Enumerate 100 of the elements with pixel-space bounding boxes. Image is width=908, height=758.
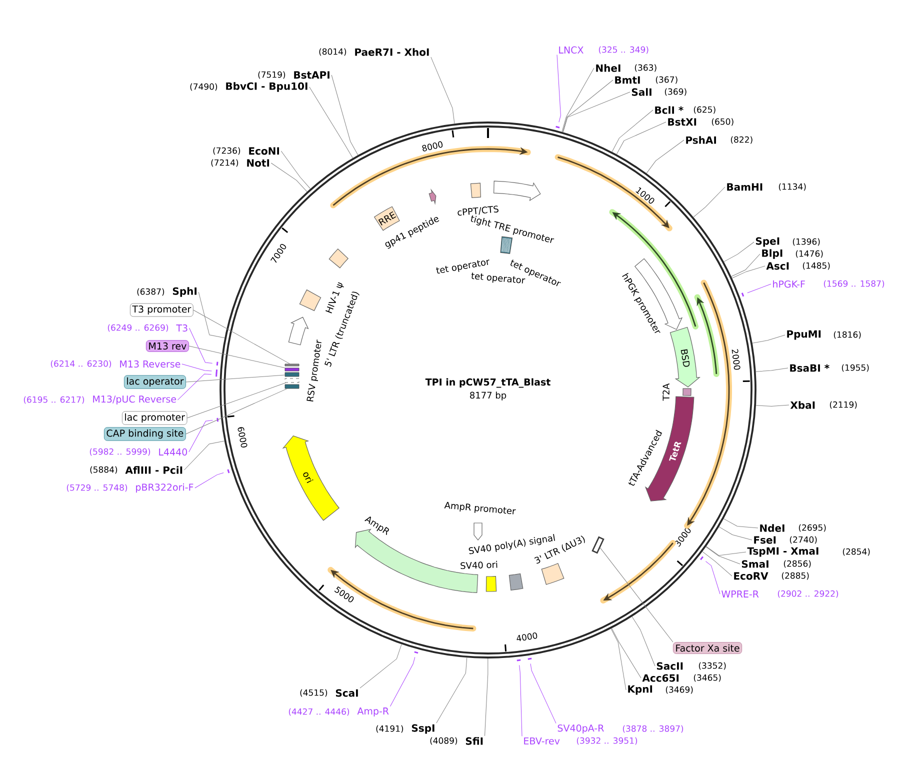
leader-line [484,658,488,736]
leader-line [519,664,522,737]
feature-label: lac operator [124,375,186,389]
leader-line [724,242,754,262]
leader-line [706,546,740,564]
position-label: (5729 .. 5748) [66,484,128,492]
feature-label: M13 rev [146,340,189,352]
enzyme-site-label: SphI [172,287,196,297]
position-label: (367) [656,76,678,84]
enzyme-site-label: PshAI [686,136,716,144]
leader-line [562,92,630,132]
enzyme-site-label: SmaI [742,560,768,568]
position-label: (1955) [842,364,869,372]
position-label: (7236) [213,147,240,155]
primer-label: T3 [176,324,188,332]
leader-line [705,561,720,594]
node-label: RSV promoter [306,340,322,402]
leader-line [612,628,642,678]
position-label: (6387) [137,288,164,296]
feature-box [284,384,300,389]
enzyme-site-label: BsaBI * [790,364,830,372]
position-label: (5884) [90,466,118,474]
feature-box: cPPT/CTS [458,182,498,216]
position-label: (822) [730,136,752,144]
primer-label: M13/pUC Reverse [93,395,176,405]
primer-label: WPRE-R [722,590,759,598]
leader-line [616,122,666,155]
primer-label: Amp-R [357,708,389,716]
position-label: (2695) [798,524,826,532]
position-label: (7519) [258,71,286,79]
promoter-feature: RSV promoter [288,316,322,402]
primer-label: pBR322ori-F [136,483,194,493]
position-label: (3469) [666,686,693,694]
enzyme-site-label: NdeI [760,524,784,532]
enzyme-site-label: KpnI [628,685,652,695]
enzyme-site-label: BamHI [727,183,762,191]
leader-line [756,368,788,372]
tick-label: 8000 [422,141,443,152]
enzyme-site-label: BclI * [655,106,684,114]
leader-line [530,663,556,724]
leader-line [747,284,772,294]
leader-line [756,404,790,407]
position-label: (7490) [190,83,218,91]
enzyme-site-label: PaeR7I - XhoI [355,48,429,56]
feature-label: CAP binding site [104,427,186,441]
feature-label: lac promoter [122,411,188,425]
enzyme-site-label: BlpI [762,249,782,259]
tick-label: 6000 [238,427,248,448]
position-label: (6195 .. 6217) [24,396,84,404]
node-label: cPPT/CTS [458,206,498,216]
position-label: (1476) [796,250,823,258]
feature-label: Factor Xa site [673,642,742,654]
leader-line [390,656,416,707]
primer-label: LNCX [559,46,584,54]
enzyme-site-label: EcoNI [249,147,279,155]
primer-label: M13 Reverse [120,360,180,368]
leader-line [186,388,288,434]
gene-feature: BSD [670,326,700,388]
enzyme-site-label: AscI [766,262,789,270]
feature-label: T3 promoter [130,303,194,317]
position-label: (369) [664,88,686,96]
position-label: (2854) [842,548,870,556]
enzyme-site-label: BstAPI [294,71,330,79]
node-label: AmpR promoter [444,502,516,514]
size-label: 8177 bp [470,392,506,400]
leader-line [186,374,286,382]
position-label: (3878 .. 3897) [622,725,684,733]
enzyme-site-label: XbaI [790,401,815,409]
position-label: (325 .. 349) [598,46,648,54]
leader-line [723,518,758,528]
enzyme-site-label: FseI [754,536,776,544]
enzyme-site-label: ScaI [336,689,358,697]
position-label: (1134) [778,183,806,191]
leader-line [188,346,286,368]
leader-line [732,266,766,278]
enzyme-site-label: SalI [632,88,652,96]
position-label: (650) [712,118,734,126]
enzyme-site-label: AflIII - PciI [125,466,182,474]
enzyme-site-label: TspMI - XmaI [747,547,818,557]
primer-label: L4440 [159,448,188,456]
leader-line [752,334,786,344]
promoter-feature: AmpR promoter [444,502,516,540]
enzyme-site-label: SacII [656,662,683,670]
leader-line [610,628,626,690]
leader-line [706,546,746,556]
enzyme-site-label: PpuMI [787,330,821,340]
node-label: tet operator [471,272,526,284]
leader-line [186,382,286,418]
leader-line [600,547,674,642]
leader-line [188,420,213,452]
leader-line [194,472,224,488]
leader-line [331,74,358,156]
leader-line [270,162,308,192]
leader-line [198,292,225,338]
position-label: (1816) [834,331,861,339]
position-label: (3352) [698,662,726,670]
node-label: tet operator [436,260,490,274]
position-label: (4515) [300,689,328,697]
leader-line [280,150,311,189]
enzyme-site-label: SfiI [466,737,483,745]
